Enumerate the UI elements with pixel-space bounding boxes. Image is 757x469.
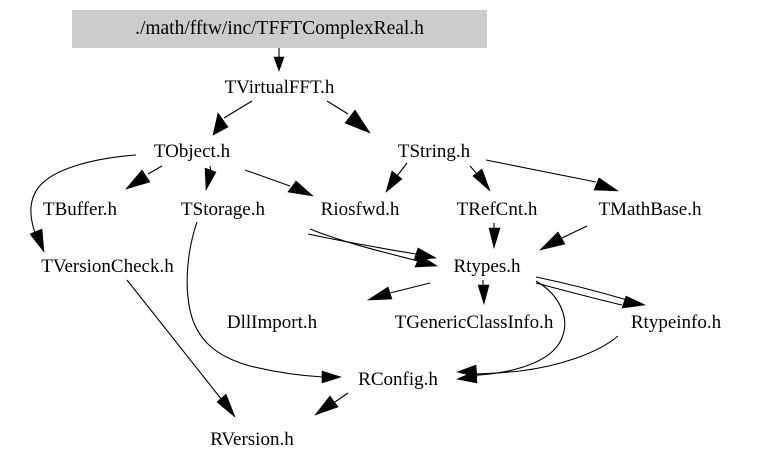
node-tmathbase[interactable]: TMathBase.h xyxy=(598,198,702,220)
node-tvirtualfft[interactable]: TVirtualFFT.h xyxy=(224,76,335,98)
edge-rtypeinfo-to-rconfig xyxy=(455,335,619,378)
edge-tversioncheck-to-rversion xyxy=(126,279,236,418)
node-rtypes[interactable]: Rtypes.h xyxy=(453,255,521,277)
node-tstorage[interactable]: TStorage.h xyxy=(181,198,265,220)
edge-rtypes-to-rtypeinfo xyxy=(535,276,647,309)
edge-rconfig-to-rversion xyxy=(314,392,349,416)
edge-root-to-tvirtualfft xyxy=(273,48,285,72)
edge-tvirtualfft-to-tstring xyxy=(326,100,371,134)
node-trefcnt[interactable]: TRefCnt.h xyxy=(456,198,538,220)
edge-tstring-to-rtypes xyxy=(385,162,408,193)
edge-tvirtualfft-to-tobject xyxy=(212,100,253,136)
edge-tobject-to-tversioncheck xyxy=(29,154,137,253)
edge-tobject-to-tbuffer xyxy=(125,165,163,190)
edge-trefcnt-to-rtypes xyxy=(488,223,501,250)
edge-tstring-to-tmathbase xyxy=(485,159,620,192)
edge-tstorage-to-rconfig xyxy=(186,221,342,384)
edge-tobject-to-tstorage xyxy=(204,165,217,192)
node-rconfig[interactable]: RConfig.h xyxy=(358,368,438,390)
edge-riosfwd-to-rtypes xyxy=(307,233,437,261)
edge-tobject-to-riosfwd xyxy=(244,169,314,197)
node-tobject[interactable]: TObject.h xyxy=(153,140,231,162)
node-tbuffer[interactable]: TBuffer.h xyxy=(42,198,118,220)
node-rversion[interactable]: RVersion.h xyxy=(210,428,294,450)
node-tstring[interactable]: TString.h xyxy=(397,140,471,162)
edge-tstring-to-trefcnt xyxy=(469,165,491,192)
edge-rtypes-to-tgenericclassinfo xyxy=(477,280,490,306)
node-tgenericclassinfo[interactable]: TGenericClassInfo.h xyxy=(394,311,554,333)
edge-rtypes-to-dllimport xyxy=(366,282,431,301)
node-rtypeinfo[interactable]: Rtypeinfo.h xyxy=(630,311,722,333)
node-riosfwd[interactable]: Riosfwd.h xyxy=(320,198,400,220)
node-dllimport[interactable]: DllImport.h xyxy=(226,311,318,333)
node-tversioncheck[interactable]: TVersionCheck.h xyxy=(41,255,174,277)
node-root[interactable]: ./math/fftw/inc/TFFTComplexReal.h xyxy=(72,10,487,48)
edge-tmathbase-to-rtypes xyxy=(539,225,588,251)
